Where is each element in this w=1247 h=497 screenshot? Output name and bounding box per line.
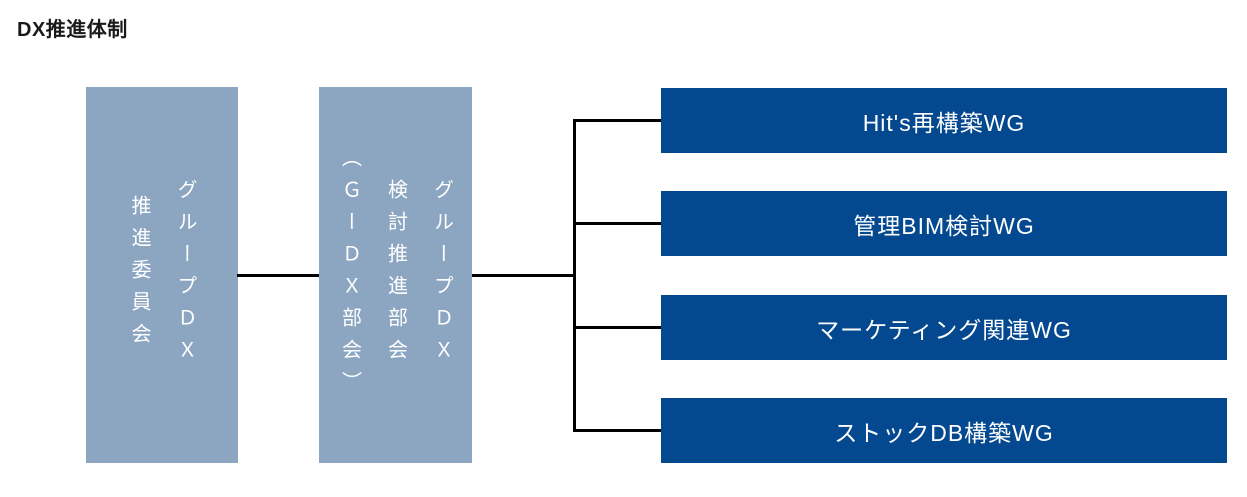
branch-line-1	[573, 119, 661, 122]
subcommittee-label-line-1: グループＤＸ	[430, 179, 453, 371]
wg-box-hits-rebuild: Hit's再構築WG	[661, 88, 1227, 153]
wg-label: 管理BIM検討WG	[853, 212, 1035, 239]
wg-label: マーケティング関連WG	[816, 316, 1072, 343]
branch-line-2	[573, 222, 661, 225]
wg-label: ストックDB構築WG	[834, 419, 1054, 446]
subcommittee-label-line-2: 検討推進部会	[384, 179, 407, 371]
subcommittee-label-line-3: （ＧーＤＸ部会）	[338, 147, 361, 403]
committee-label: グループＤＸ 推進委員会	[116, 179, 208, 371]
subcommittee-box: グループＤＸ 検討推進部会 （ＧーＤＸ部会）	[319, 87, 472, 463]
committee-label-line-1: グループＤＸ	[174, 179, 196, 371]
page-title: DX推進体制	[17, 19, 128, 41]
subcommittee-label: グループＤＸ 検討推進部会 （ＧーＤＸ部会）	[327, 147, 465, 403]
wg-box-kanri-bim: 管理BIM検討WG	[661, 191, 1227, 256]
branch-line-3	[573, 326, 661, 329]
connector-subcommittee-trunk	[472, 274, 573, 277]
committee-label-line-2: 推進委員会	[128, 195, 150, 355]
trunk-line	[573, 119, 576, 432]
wg-label: Hit's再構築WG	[862, 109, 1026, 136]
committee-box: グループＤＸ 推進委員会	[86, 87, 238, 463]
branch-line-4	[573, 429, 661, 432]
wg-box-stock-db: ストックDB構築WG	[661, 398, 1227, 463]
wg-box-marketing: マーケティング関連WG	[661, 295, 1227, 360]
connector-committee-subcommittee	[237, 274, 319, 277]
